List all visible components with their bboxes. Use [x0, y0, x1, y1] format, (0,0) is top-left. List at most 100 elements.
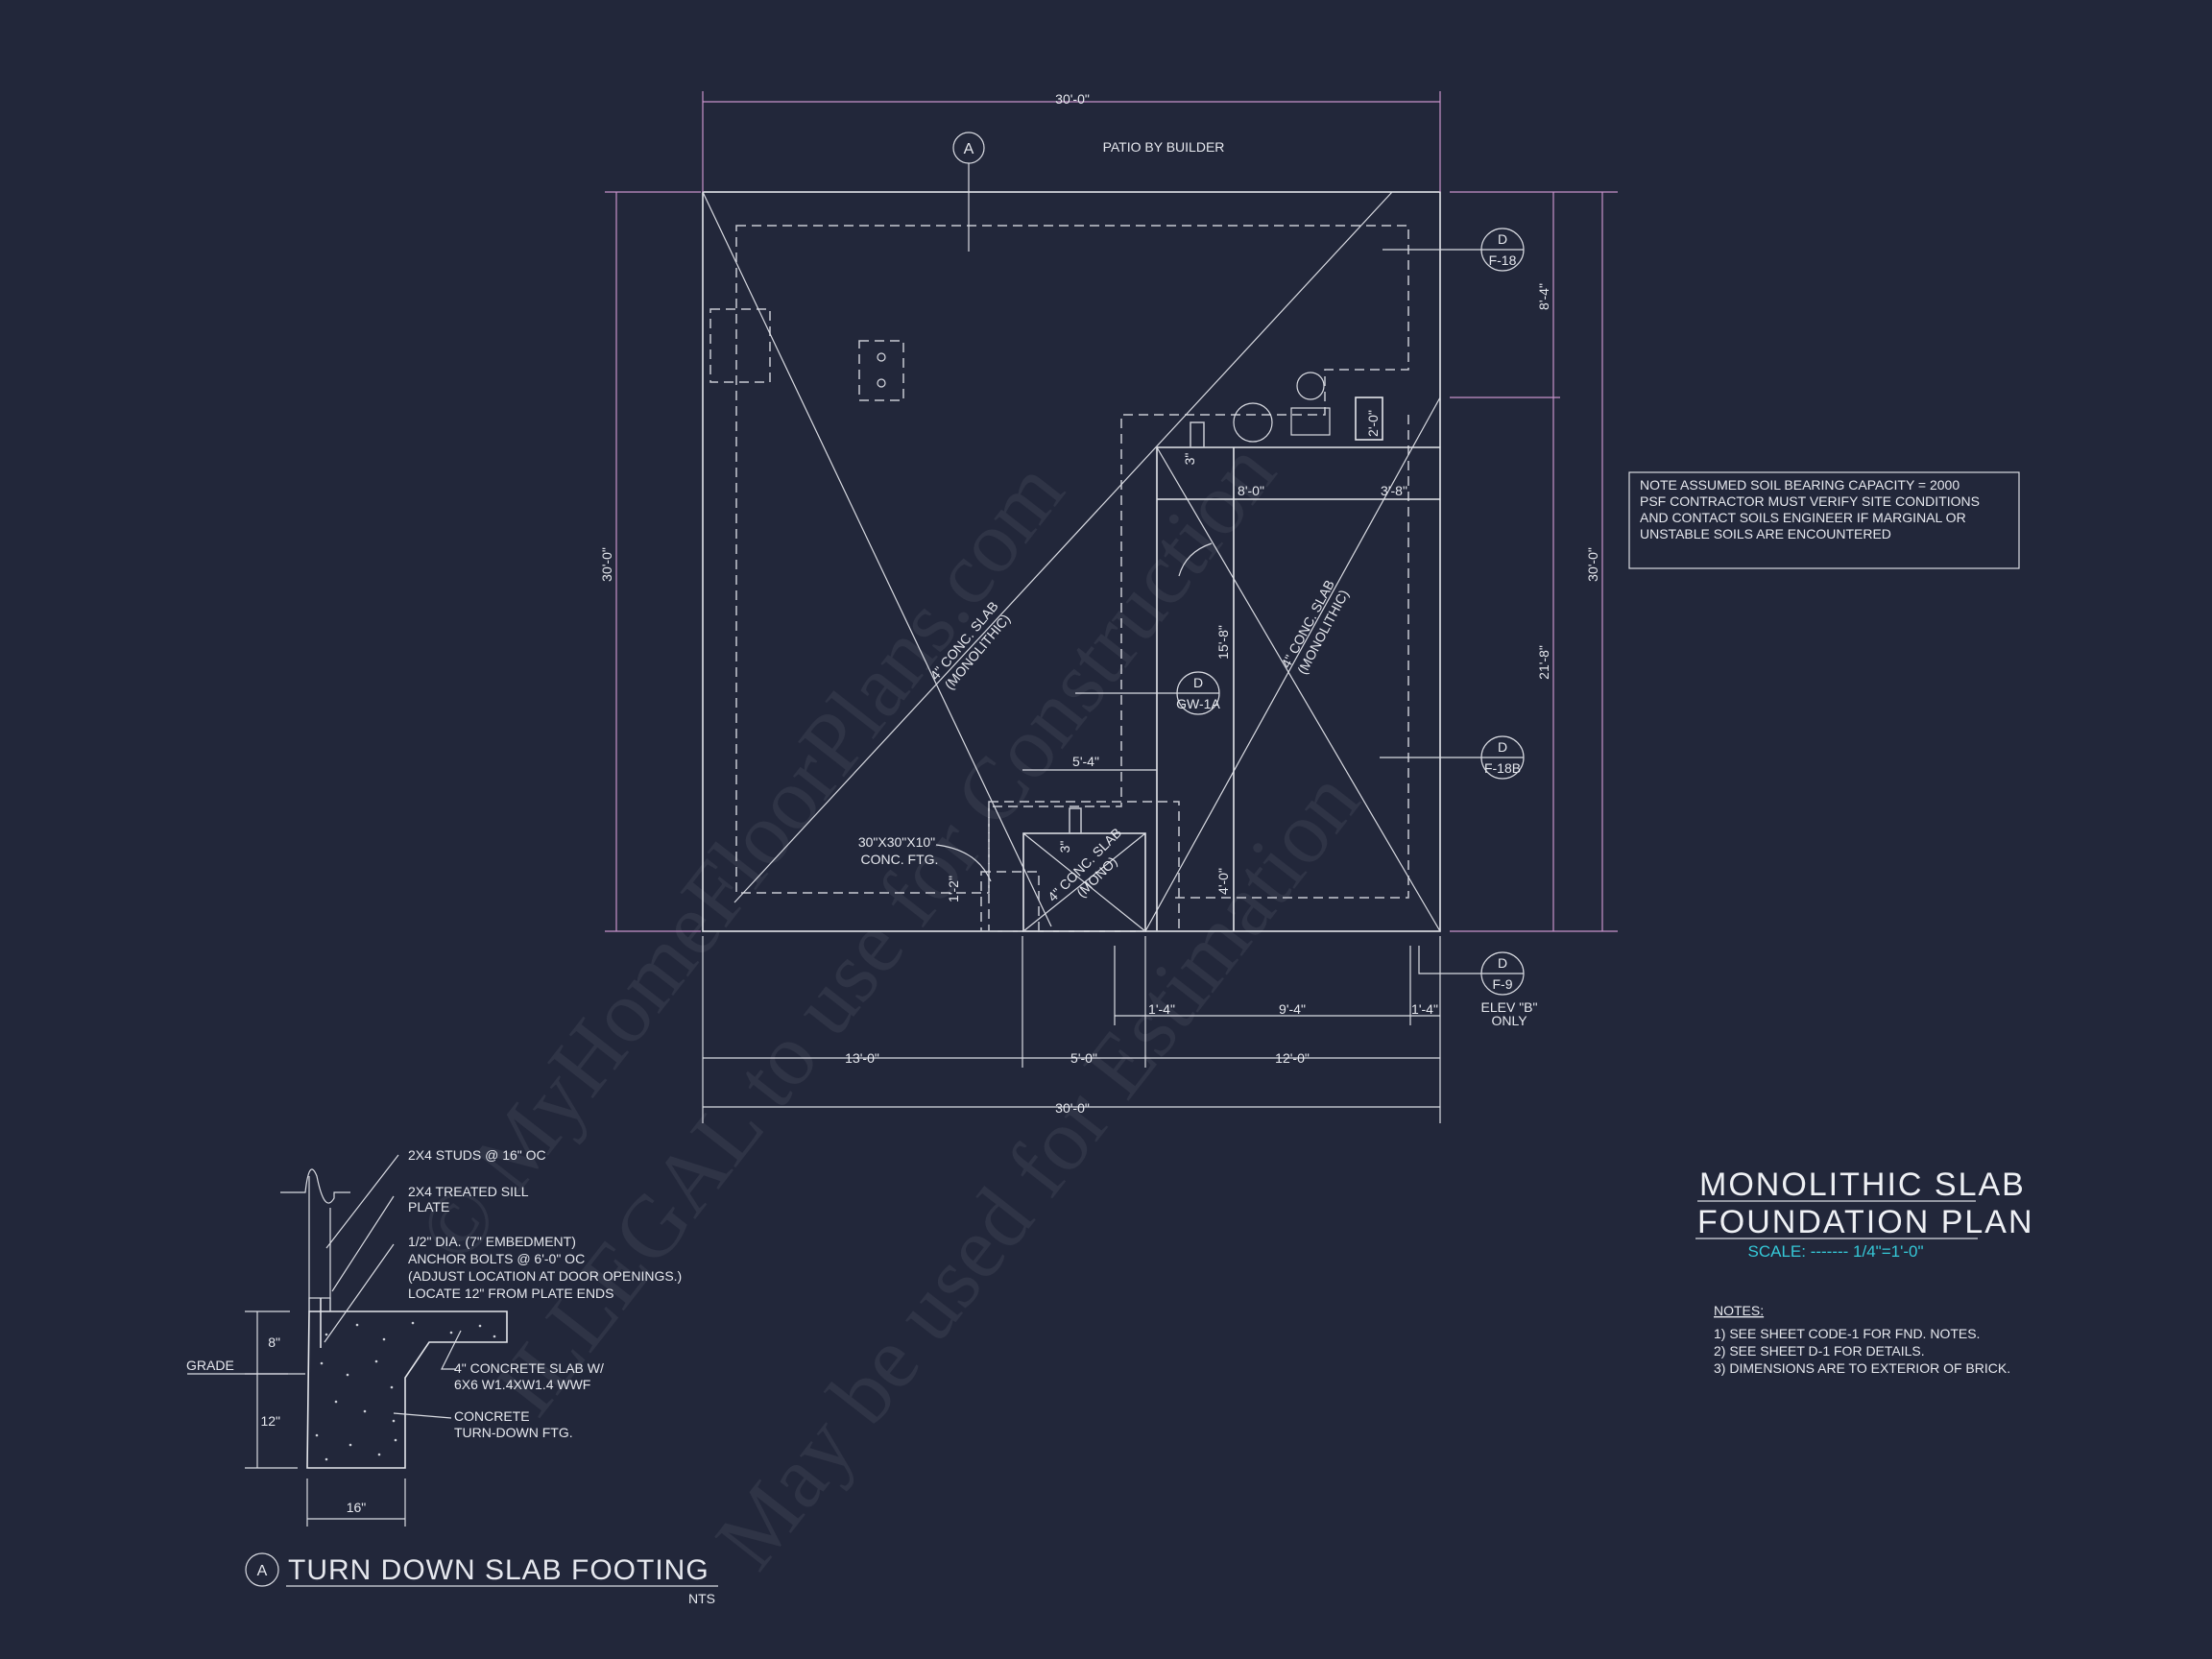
- callout-footing: TURN-DOWN FTG.: [454, 1425, 573, 1440]
- dim-right-lower: 21'-8": [1536, 645, 1551, 680]
- note-line: PSF CONTRACTOR MUST VERIFY SITE CONDITIO…: [1640, 493, 1980, 509]
- leader-arrow: [1178, 542, 1213, 577]
- plan-scale: SCALE: ------- 1/4"=1'-0": [1748, 1242, 1924, 1261]
- callout-sill: PLATE: [408, 1199, 449, 1214]
- dim-inner: 1'-2": [946, 876, 961, 902]
- section-marker-label: A: [964, 141, 974, 157]
- callout-bottom: F-9: [1493, 976, 1513, 992]
- dim-bottom-seg: 5'-0": [1070, 1050, 1097, 1066]
- leader-arrow: [935, 844, 992, 882]
- footing-section: [306, 1310, 508, 1469]
- dim-bottom-seg: 13'-0": [845, 1050, 879, 1066]
- dim-top: 30'-0": [1055, 91, 1090, 107]
- slab-diagonal: [702, 191, 1052, 927]
- callout-top: D: [1498, 739, 1507, 755]
- watermark: © MyHomeFloorPlans.com ILLEGAL to use fo…: [398, 424, 1378, 1587]
- slab-diagonal: [733, 191, 1393, 903]
- callout-bottom: GW-1A: [1176, 696, 1220, 711]
- inner-dashed-outline: [735, 225, 1409, 894]
- callout-anchor: (ADJUST LOCATION AT DOOR OPENINGS.): [408, 1268, 682, 1284]
- callout-slab: 4" CONCRETE SLAB W/: [454, 1360, 604, 1376]
- drain-icon: [877, 352, 886, 362]
- dim-inner: 15'-8": [1215, 625, 1231, 660]
- footing-label: CONC. FTG.: [861, 852, 939, 867]
- dim-inner: 5'-4": [1072, 754, 1099, 769]
- note-box: [1628, 471, 2020, 569]
- hatched-post: [1069, 807, 1082, 834]
- detail-callout-f9[interactable]: D F-9: [1418, 946, 1525, 996]
- dim-inner: 3": [1057, 841, 1072, 854]
- callout-leaders: [324, 1154, 462, 1419]
- dim-inner: 4'-0": [1215, 868, 1231, 895]
- hatched-post: [1190, 421, 1205, 448]
- note-line: AND CONTACT SOILS ENGINEER IF MARGINAL O…: [1640, 510, 1966, 525]
- dimension-lines: [605, 91, 1618, 1123]
- watermark-line-3: May be used for Estimation: [696, 753, 1378, 1586]
- toilet-fixture: [1233, 402, 1273, 443]
- callout-studs: 2x4 STUDS @ 16" OC: [408, 1147, 546, 1163]
- callout-top: D: [1498, 955, 1507, 971]
- leader: [1418, 946, 1481, 974]
- callout-bottom: F-18: [1489, 252, 1517, 268]
- detail-title: TURN DOWN SLAB FOOTING: [288, 1554, 709, 1586]
- callout-anchor: ANCHOR BOLTS @ 6'-0" OC: [408, 1251, 585, 1266]
- slab-diagonal: [1022, 832, 1146, 932]
- detail-marker-label: A: [257, 1563, 268, 1579]
- callout-top: D: [1498, 231, 1507, 247]
- slab-label: 4" CONC. SLAB (MONOLITHIC): [1278, 577, 1352, 677]
- dim-16: 16": [347, 1500, 367, 1515]
- detail-callout-f18[interactable]: D F-18: [1382, 228, 1525, 272]
- footing-label: 30"x30"x10": [858, 834, 935, 850]
- dashed-footing-2: [980, 871, 1040, 932]
- dashed-footing: [988, 801, 1180, 932]
- note-item: 1) SEE SHEET CODE-1 FOR FND. NOTES.: [1714, 1326, 1980, 1341]
- grade-label: GRADE: [186, 1358, 234, 1373]
- callout-slab: 6x6 W1.4xW1.4 WWF: [454, 1377, 590, 1392]
- dim-sub-seg: 1'-4": [1411, 1001, 1438, 1017]
- detail-callout-gw1a[interactable]: D GW-1A: [1075, 671, 1220, 715]
- garage-step: [1156, 446, 1440, 931]
- plan-title-line1: MONOLITHIC SLAB: [1699, 1166, 2026, 1203]
- dim-inner: 8'-0": [1238, 483, 1264, 498]
- detail-scale: NTS: [688, 1591, 715, 1606]
- elev-note: ONLY: [1491, 1013, 1527, 1028]
- note-line: NOTE ASSUMED SOIL BEARING CAPACITY = 200…: [1640, 477, 1960, 493]
- slab-diagonal: [1144, 397, 1441, 932]
- notes-heading: NOTES:: [1714, 1303, 1764, 1318]
- note-item: 3) DIMENSIONS ARE TO EXTERIOR OF BRICK.: [1714, 1360, 2010, 1376]
- detail-callout-f18b[interactable]: D F-18B: [1380, 735, 1525, 780]
- slab-diagonal: [1156, 446, 1441, 932]
- drain-icon: [877, 378, 886, 388]
- dim-right-upper: 8'-4": [1536, 283, 1551, 310]
- note-item: 2) SEE SHEET D-1 FOR DETAILS.: [1714, 1343, 1925, 1358]
- pier: [1355, 397, 1383, 441]
- dim-bottom: 30'-0": [1055, 1100, 1090, 1116]
- dim-8: 8": [268, 1334, 280, 1350]
- note-line: UNSTABLE SOILS ARE ENCOUNTERED: [1640, 526, 1891, 541]
- callout-anchor: 1/2" DIA. (7" EMBEDMENT): [408, 1234, 576, 1249]
- concrete-stipple: [315, 1321, 496, 1461]
- callout-anchor: LOCATE 12" FROM PLATE ENDS: [408, 1286, 614, 1301]
- dim-bottom-seg: 12'-0": [1275, 1050, 1310, 1066]
- section-marker-a[interactable]: [952, 132, 985, 164]
- soil-bearing-note: NOTE ASSUMED SOIL BEARING CAPACITY = 200…: [1628, 471, 2020, 569]
- plan-title-block: MONOLITHIC SLAB FOUNDATION PLAN SCALE: -…: [1695, 1166, 2034, 1376]
- dashed-box-2: [858, 340, 904, 401]
- dim-sub-seg: 1'-4": [1148, 1001, 1175, 1017]
- turn-down-slab-detail: 8" 12" 16" GRADE 2x4 STUDS @ 16" OC 2x4 …: [186, 1147, 718, 1606]
- elev-note: ELEV "B": [1481, 999, 1538, 1015]
- callout-footing: CONCRETE: [454, 1408, 530, 1424]
- plan-title-line2: FOUNDATION PLAN: [1697, 1204, 2034, 1240]
- callout-sill: 2x4 TREATED SILL: [408, 1184, 529, 1199]
- patio-label: PATIO BY BUILDER: [1103, 139, 1225, 155]
- dim-right: 30'-0": [1585, 547, 1600, 582]
- callout-bottom: F-18B: [1484, 760, 1521, 776]
- dim-12: 12": [260, 1413, 280, 1429]
- dim-sub-seg: 9'-4": [1279, 1001, 1306, 1017]
- sill-plate: [308, 1297, 331, 1312]
- detail-marker-a: [245, 1552, 279, 1587]
- dashed-box: [709, 308, 771, 383]
- dim-left: 30'-0": [599, 547, 614, 582]
- inner-dashed-outline-right: [1171, 415, 1409, 899]
- dim-inner: 3'-8": [1381, 483, 1407, 498]
